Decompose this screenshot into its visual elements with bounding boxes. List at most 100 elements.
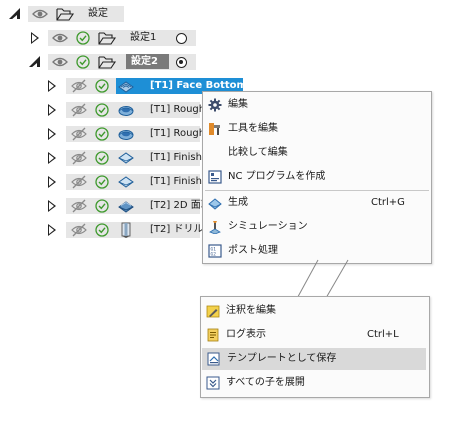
eye-hidden-icon[interactable] xyxy=(70,79,88,93)
collapsed-arrow-icon[interactable] xyxy=(48,176,56,188)
menu-item-label: テンプレートとして保存 xyxy=(227,353,337,364)
context-menu-top: 編集 工具を編集 比較して編集 NC プログラムを作成 生成 Ctrl+G xyxy=(202,91,432,264)
tree-label-setup2: 設定2 xyxy=(131,56,158,67)
tree-label-operation: [T1] Rough xyxy=(150,128,206,139)
check-icon xyxy=(76,31,90,45)
chamfer-op-icon xyxy=(118,201,134,213)
folder-setup-icon xyxy=(98,56,117,69)
finish-op-icon xyxy=(118,152,134,164)
menu-item-edit-note[interactable]: 注釈を編集 xyxy=(201,300,429,322)
menu-item-post-process[interactable]: G1 G2 ポスト処理 xyxy=(203,240,431,262)
setup-badge xyxy=(126,54,169,69)
eye-icon[interactable] xyxy=(32,8,48,20)
menu-item-label: ログ表示 xyxy=(226,329,266,340)
tree-row-operation[interactable]: [T1] Face Bottom xyxy=(0,76,452,96)
tree-label-root: 設定 xyxy=(88,8,108,19)
menu-item-label: シミュレーション xyxy=(228,221,308,232)
rough-op-icon xyxy=(118,106,134,116)
eye-hidden-icon[interactable] xyxy=(70,175,88,189)
tree-row-setup2[interactable]: 設定2 xyxy=(0,52,452,72)
collapsed-arrow-icon[interactable] xyxy=(48,128,56,140)
expanded-arrow-icon[interactable] xyxy=(9,8,20,19)
menu-item-edit[interactable]: 編集 xyxy=(203,94,431,116)
eye-hidden-icon[interactable] xyxy=(70,151,88,165)
menu-item-label: 生成 xyxy=(228,197,248,208)
row-shade xyxy=(48,30,196,46)
tree-row-operation[interactable]: [T2] 2D 面取 xyxy=(0,196,452,216)
nc-program-icon xyxy=(208,170,222,184)
post-process-icon: G1 G2 xyxy=(208,244,222,258)
collapsed-arrow-icon[interactable] xyxy=(48,200,56,212)
rough-op-icon xyxy=(118,130,134,140)
row-shade xyxy=(66,222,200,238)
folder-setup-icon xyxy=(56,8,75,21)
tree-row-operation[interactable]: [T2] ドリル 1 xyxy=(0,220,452,240)
template-save-icon xyxy=(207,352,220,366)
expanded-arrow-icon[interactable] xyxy=(29,56,40,67)
face-op-icon xyxy=(118,81,134,93)
check-icon xyxy=(95,223,109,237)
tree-row-operation[interactable]: [T1] Rough xyxy=(0,124,452,144)
tree-label-operation: [T1] Finish xyxy=(150,152,202,163)
expanded-arrow-inner xyxy=(31,63,37,68)
tree-label-operation: [T1] Rough xyxy=(150,104,206,115)
eye-hidden-icon[interactable] xyxy=(70,103,88,117)
menu-item-label: ポスト処理 xyxy=(228,245,278,256)
active-setup-radio[interactable] xyxy=(176,33,187,44)
eye-hidden-icon[interactable] xyxy=(70,199,88,213)
selection-highlight xyxy=(116,78,243,94)
menu-item-label: 編集 xyxy=(228,99,248,110)
menu-separator xyxy=(205,190,429,191)
check-icon xyxy=(95,127,109,141)
menu-item-show-log[interactable]: ログ表示 Ctrl+L xyxy=(201,324,429,346)
tree-row-root[interactable]: 設定 xyxy=(0,4,452,24)
collapsed-arrow-icon[interactable] xyxy=(48,224,56,236)
menu-item-save-template[interactable]: テンプレートとして保存 xyxy=(202,348,426,370)
note-icon xyxy=(206,305,220,318)
menu-item-edit-tool[interactable]: 工具を編集 xyxy=(203,118,431,140)
menu-item-label: 比較して編集 xyxy=(228,147,288,158)
menu-item-compare-edit[interactable]: 比較して編集 xyxy=(203,142,431,164)
collapsed-arrow-icon[interactable] xyxy=(48,80,56,92)
menu-item-shortcut: Ctrl+G xyxy=(371,197,405,208)
eye-hidden-icon[interactable] xyxy=(70,223,88,237)
tree-row-operation[interactable]: [T1] Finish xyxy=(0,148,452,168)
active-setup-radio[interactable] xyxy=(176,57,187,68)
tree-row-operation[interactable]: [T1] Finish xyxy=(0,172,452,192)
row-shade xyxy=(66,198,200,214)
expanded-arrow-inner xyxy=(11,15,17,20)
menu-item-simulation[interactable]: シミュレーション xyxy=(203,216,431,238)
check-icon xyxy=(76,55,90,69)
simulation-icon xyxy=(209,221,221,234)
finish-op-icon xyxy=(118,176,134,188)
tree-row-setup1[interactable]: 設定1 xyxy=(0,28,452,48)
eye-icon[interactable] xyxy=(52,32,68,44)
eye-icon[interactable] xyxy=(52,56,68,68)
menu-item-label: 工具を編集 xyxy=(228,123,278,134)
generate-icon xyxy=(208,198,222,210)
svg-text:G2: G2 xyxy=(211,252,217,258)
tree-row-operation[interactable]: [T1] Rough xyxy=(0,100,452,120)
menu-item-label: すべての子を展開 xyxy=(226,377,305,388)
svg-text:G1: G1 xyxy=(211,247,217,253)
check-icon xyxy=(95,103,109,117)
folder-setup-icon xyxy=(98,32,117,45)
check-icon xyxy=(95,199,109,213)
collapsed-arrow-icon[interactable] xyxy=(48,152,56,164)
row-shade xyxy=(28,6,124,22)
check-icon xyxy=(95,175,109,189)
row-shade xyxy=(48,54,196,70)
menu-item-label: 注釈を編集 xyxy=(226,305,276,316)
collapsed-arrow-icon[interactable] xyxy=(48,104,56,116)
collapsed-arrow-icon[interactable] xyxy=(31,32,39,44)
menu-item-shortcut: Ctrl+L xyxy=(367,329,399,340)
menu-item-label: NC プログラムを作成 xyxy=(228,171,326,182)
expand-all-icon xyxy=(206,376,220,390)
check-icon xyxy=(95,151,109,165)
tree-label-operation: [T1] Finish xyxy=(150,176,202,187)
menu-item-expand-children[interactable]: すべての子を展開 xyxy=(201,372,429,394)
check-icon xyxy=(95,79,109,93)
menu-item-create-nc[interactable]: NC プログラムを作成 xyxy=(203,166,431,188)
eye-hidden-icon[interactable] xyxy=(70,127,88,141)
menu-item-generate[interactable]: 生成 Ctrl+G xyxy=(203,192,431,214)
